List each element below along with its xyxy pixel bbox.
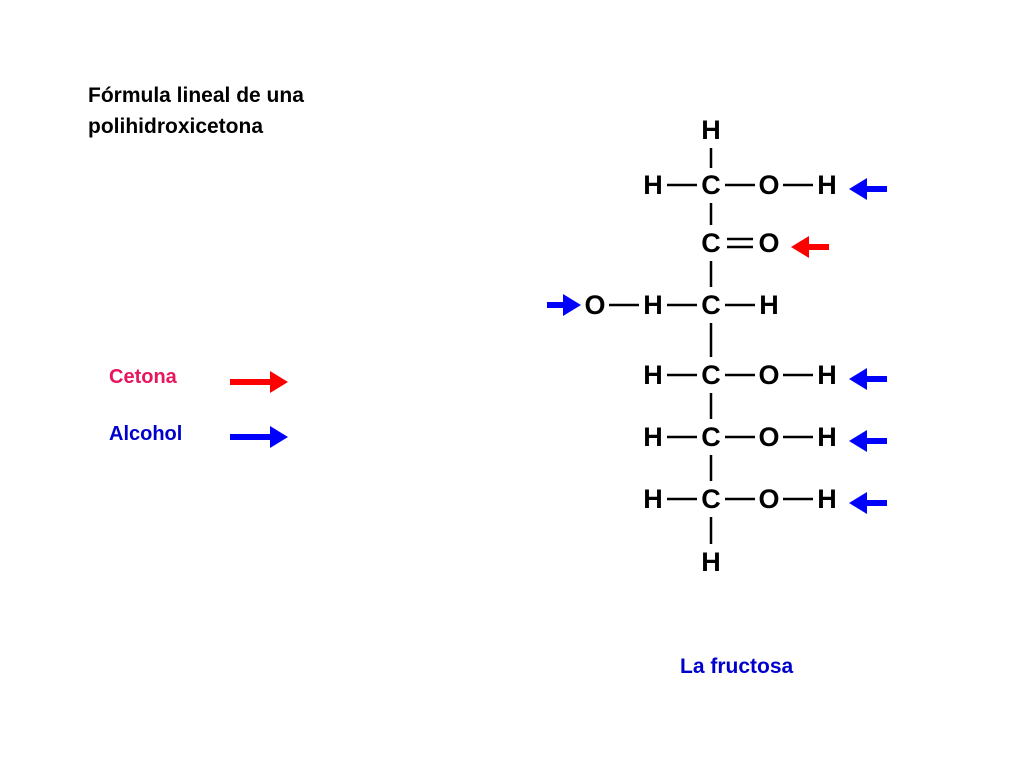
atom-bottom-h: H xyxy=(701,547,721,577)
atom-right-6-2: H xyxy=(817,484,837,514)
marker-arrow-1 xyxy=(849,178,887,200)
molecule-caption: La fructosa xyxy=(680,655,794,678)
atom-right-1-2: H xyxy=(817,170,837,200)
atom-right-3-1: H xyxy=(759,290,779,320)
atom-right-1-1: O xyxy=(758,170,779,200)
title-line-2: polihidroxicetona xyxy=(88,115,264,138)
atom-left-3-1: H xyxy=(643,290,663,320)
atom-carbon-2: C xyxy=(701,228,721,258)
atom-right-5-2: H xyxy=(817,422,837,452)
atom-right-2-1: O xyxy=(758,228,779,258)
atom-right-4-1: O xyxy=(758,360,779,390)
atom-left-1-1: H xyxy=(643,170,663,200)
atom-left-4-1: H xyxy=(643,360,663,390)
atom-carbon-1: C xyxy=(701,170,721,200)
atom-right-4-2: H xyxy=(817,360,837,390)
marker-arrow-5 xyxy=(849,430,887,452)
marker-arrow-6 xyxy=(849,492,887,514)
atom-right-6-1: O xyxy=(758,484,779,514)
marker-arrow-4 xyxy=(849,368,887,390)
atom-left-3-2: O xyxy=(584,290,605,320)
marker-arrow-3 xyxy=(547,294,581,316)
atom-left-5-1: H xyxy=(643,422,663,452)
atom-top-h: H xyxy=(701,115,721,145)
legend-alcohol-label: Alcohol xyxy=(109,423,183,445)
legend-arrows xyxy=(230,371,288,448)
legend-ketone-label: Cetona xyxy=(109,366,177,388)
legend-ketone-arrow xyxy=(230,371,288,393)
atom-carbon-4: C xyxy=(701,360,721,390)
atom-carbon-6: C xyxy=(701,484,721,514)
title-line-1: Fórmula lineal de una xyxy=(88,84,304,107)
diagram-title: Fórmula lineal de una polihidroxicetona xyxy=(88,80,388,142)
atom-right-5-1: O xyxy=(758,422,779,452)
atom-carbon-3: C xyxy=(701,290,721,320)
marker-arrow-2 xyxy=(791,236,829,258)
atom-carbon-5: C xyxy=(701,422,721,452)
legend-alcohol-arrow xyxy=(230,426,288,448)
atom-left-6-1: H xyxy=(643,484,663,514)
